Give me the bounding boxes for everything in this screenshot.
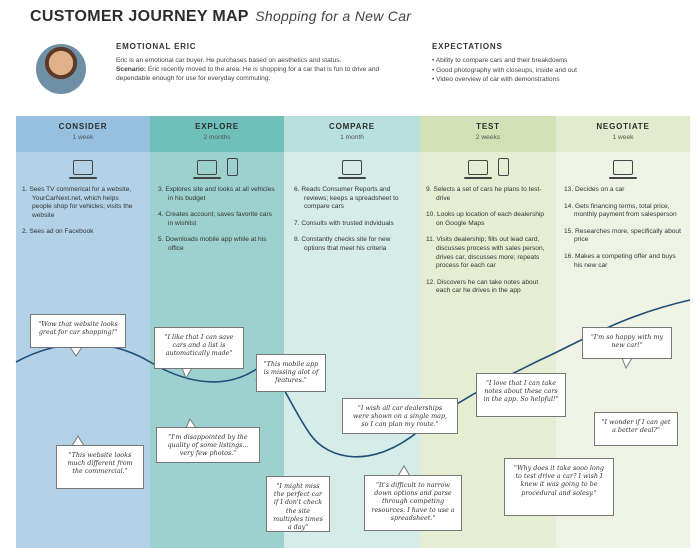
journey-step: 12. Discovers he can take notes about ea…: [426, 278, 539, 295]
stage-steps-test: 9. Selects a set of cars he plans to tes…: [426, 186, 550, 304]
stage-header: CONSIDER 1 week: [16, 116, 150, 152]
device-icons: [556, 158, 690, 180]
stage-header: TEST 2 weeks: [420, 116, 556, 152]
emotion-curve-line: [15, 299, 691, 458]
expectation-item: Ability to compare cars and their breakd…: [432, 56, 577, 66]
laptop-icon: [338, 160, 366, 179]
journey-step: 3. Explores site and looks at all vehicl…: [158, 186, 275, 202]
stage-duration: 1 week: [72, 134, 94, 141]
laptop-icon: [463, 160, 492, 179]
journey-step: 1. Sees TV commerical for a website, You…: [22, 186, 133, 219]
device-icons: [16, 158, 150, 180]
title-subtitle: Shopping for a New Car: [255, 8, 412, 24]
journey-step: 4. Creates account; saves favorite cars …: [158, 211, 272, 227]
journey-step: 7. Consults with trusted indviduals: [294, 219, 394, 227]
quote-bubble: "This mobile app is missing alot of feat…: [256, 354, 326, 392]
journey-step: 14. Gets financing terms, total price, m…: [564, 202, 677, 219]
stage-header: COMPARE 1 month: [284, 116, 420, 152]
expectation-item: Good photography with closeups, inside a…: [432, 66, 577, 76]
journey-step: 2. Sees ad on Facebook: [22, 228, 94, 236]
journey-step: 5. Downloads mobile app while at his off…: [158, 236, 267, 252]
stage-duration: 2 months: [203, 134, 231, 141]
stage-steps-consider: 1. Sees TV commerical for a website, You…: [22, 186, 134, 245]
quote-bubble: "Wow that website looks great for car sh…: [30, 314, 126, 348]
scenario-label: Scenario:: [116, 66, 147, 73]
journey-step: 6. Reads Consumer Reports and reviews; k…: [294, 186, 399, 211]
quote-bubble: "I might miss the perfect car if I don't…: [266, 476, 330, 532]
quote-bubble: "I wonder if I can get a better deal?": [594, 412, 678, 446]
quote-bubble: "I wish all car dealerships were shown o…: [342, 398, 458, 434]
device-icons: [150, 158, 284, 180]
laptop-icon: [609, 160, 637, 179]
stage-name: CONSIDER: [58, 122, 108, 131]
stage-steps-negotiate: 13. Decides on a car 14. Gets financing …: [564, 186, 684, 278]
expectations-list: Ability to compare cars and their breakd…: [432, 56, 577, 85]
quote-bubble: "This website looks much different from …: [56, 445, 144, 489]
quote-bubble: "Why does it take sooo long to test driv…: [504, 458, 614, 516]
laptop-icon: [69, 160, 97, 179]
persona-avatar: [36, 44, 86, 94]
expectation-item: Video overview of car with demonstration…: [432, 75, 577, 85]
stage-duration: 1 month: [340, 134, 364, 141]
quote-bubble: "I love that I can take notes about thes…: [476, 373, 566, 417]
persona-scenario: Eric recently moved to the area. He is s…: [116, 66, 380, 82]
stage-steps-compare: 6. Reads Consumer Reports and reviews; k…: [294, 186, 412, 262]
persona-name: EMOTIONAL ERIC: [116, 42, 197, 51]
persona-description: Eric is an emotional car buyer. He purch…: [116, 57, 342, 64]
stage-name: COMPARE: [329, 122, 375, 131]
page-title: CUSTOMER JOURNEY MAP Shopping for a New …: [30, 8, 411, 26]
journey-step: 9. Selects a set of cars he plans to tes…: [426, 186, 542, 202]
journey-step: 10. Looks up location of each dealership…: [426, 211, 545, 227]
journey-step: 11. Visits dealership; fills out lead ca…: [426, 236, 545, 270]
quote-bubble: "I'm disappointed by the quality of some…: [156, 427, 260, 463]
journey-step: 15. Researches more, specifically about …: [564, 227, 681, 244]
stage-header: EXPLORE 2 months: [150, 116, 284, 152]
quote-bubble: "It's difficult to narrow down options a…: [364, 475, 462, 531]
stage-header: NEGOTIATE 1 week: [556, 116, 690, 152]
expectations-title: EXPECTATIONS: [432, 42, 503, 51]
quote-bubble: "I like that I can save cars and a list …: [154, 327, 244, 369]
persona-bio: Eric is an emotional car buyer. He purch…: [116, 56, 396, 83]
title-main: CUSTOMER JOURNEY MAP: [30, 8, 249, 25]
stage-duration: 2 weeks: [475, 134, 501, 141]
laptop-icon: [192, 160, 221, 179]
stage-name: TEST: [476, 122, 500, 131]
stage-name: EXPLORE: [195, 122, 239, 131]
stage-duration: 1 week: [612, 134, 634, 141]
stage-name: NEGOTIATE: [596, 122, 650, 131]
phone-icon: [226, 158, 238, 176]
journey-step: 16. Makes a competing offer and buys his…: [564, 252, 676, 269]
phone-icon: [497, 158, 509, 176]
journey-step: 8. Constantly checks site for new option…: [294, 236, 391, 252]
device-icons: [420, 158, 556, 180]
device-icons: [284, 158, 420, 180]
journey-step: 13. Decides on a car: [564, 186, 625, 193]
quote-bubble: "I'm so happy with my new car!": [582, 327, 672, 359]
stage-steps-explore: 3. Explores site and looks at all vehicl…: [158, 186, 276, 262]
